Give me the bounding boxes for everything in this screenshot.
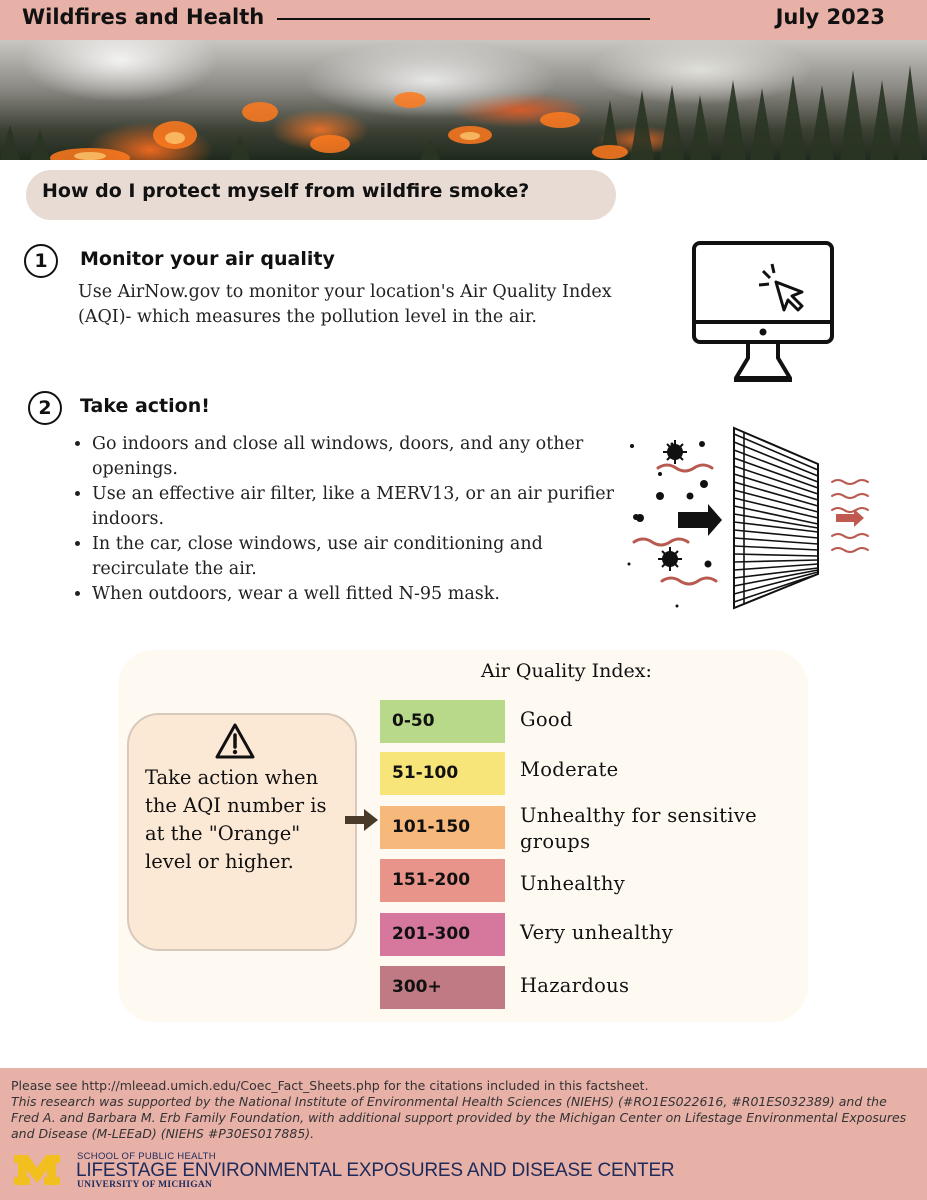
aqi-level-sensitive: 101-150	[380, 806, 505, 849]
aqi-title: Air Quality Index:	[481, 660, 652, 682]
warning-icon	[215, 723, 255, 759]
citation-note: Please see http://mleead.umich.edu/Coec_…	[11, 1078, 649, 1093]
header-divider	[277, 18, 650, 20]
action-list: Go indoors and close all windows, doors,…	[70, 432, 632, 607]
footer-notes: Please see http://mleead.umich.edu/Coec_…	[11, 1078, 911, 1142]
step-2-title: Take action!	[80, 395, 210, 417]
funding-note: This research was supported by the Natio…	[11, 1094, 907, 1141]
aqi-range: 201-300	[392, 924, 471, 944]
publication-date: July 2023	[775, 5, 885, 29]
step-number-1: 1	[24, 244, 58, 278]
aqi-range: 101-150	[392, 817, 471, 837]
footer	[0, 1068, 927, 1200]
org-name: LIFESTAGE ENVIRONMENTAL EXPOSURES AND DI…	[76, 1160, 675, 1181]
callout-text: Take action when the AQI number is at th…	[145, 766, 327, 873]
take-action-callout	[127, 713, 357, 951]
list-item: Go indoors and close all windows, doors,…	[92, 432, 632, 482]
question-heading: How do I protect myself from wildfire sm…	[42, 180, 530, 202]
list-item: When outdoors, wear a well fitted N-95 m…	[92, 582, 632, 607]
step-1-title: Monitor your air quality	[80, 248, 335, 270]
list-item: Use an effective air filter, like a MERV…	[92, 482, 632, 532]
aqi-range: 51-100	[392, 763, 459, 783]
header-bar	[0, 0, 927, 40]
aqi-category: Hazardous	[520, 974, 630, 997]
org-university: UNIVERSITY OF MICHIGAN	[77, 1180, 213, 1190]
aqi-level-hazardous: 300+	[380, 966, 505, 1009]
org-school: SCHOOL OF PUBLIC HEALTH	[77, 1151, 216, 1162]
page-title: Wildfires and Health	[22, 5, 265, 29]
aqi-level-unhealthy: 151-200	[380, 859, 505, 902]
aqi-category: Unhealthy for sensitive groups	[520, 804, 757, 853]
aqi-level-moderate: 51-100	[380, 752, 505, 795]
step-number-2: 2	[28, 391, 62, 425]
wildfire-banner-image	[0, 40, 927, 160]
arrow-right-icon	[345, 809, 378, 831]
list-item: In the car, close windows, use air condi…	[92, 532, 632, 582]
air-filter-icon	[627, 426, 869, 610]
university-michigan-logo	[14, 1155, 60, 1185]
aqi-level-very-unhealthy: 201-300	[380, 913, 505, 956]
aqi-category: Moderate	[520, 758, 619, 781]
aqi-category: Very unhealthy	[520, 921, 674, 944]
aqi-category: Good	[520, 708, 573, 731]
question-banner	[26, 170, 616, 220]
aqi-level-good: 0-50	[380, 700, 505, 743]
step-1-body: Use AirNow.gov to monitor your location'…	[78, 282, 612, 327]
aqi-range: 0-50	[392, 711, 435, 731]
aqi-range: 151-200	[392, 870, 471, 890]
aqi-range: 300+	[392, 977, 442, 997]
computer-monitor-click-icon	[692, 241, 834, 382]
aqi-category: Unhealthy	[520, 872, 626, 895]
